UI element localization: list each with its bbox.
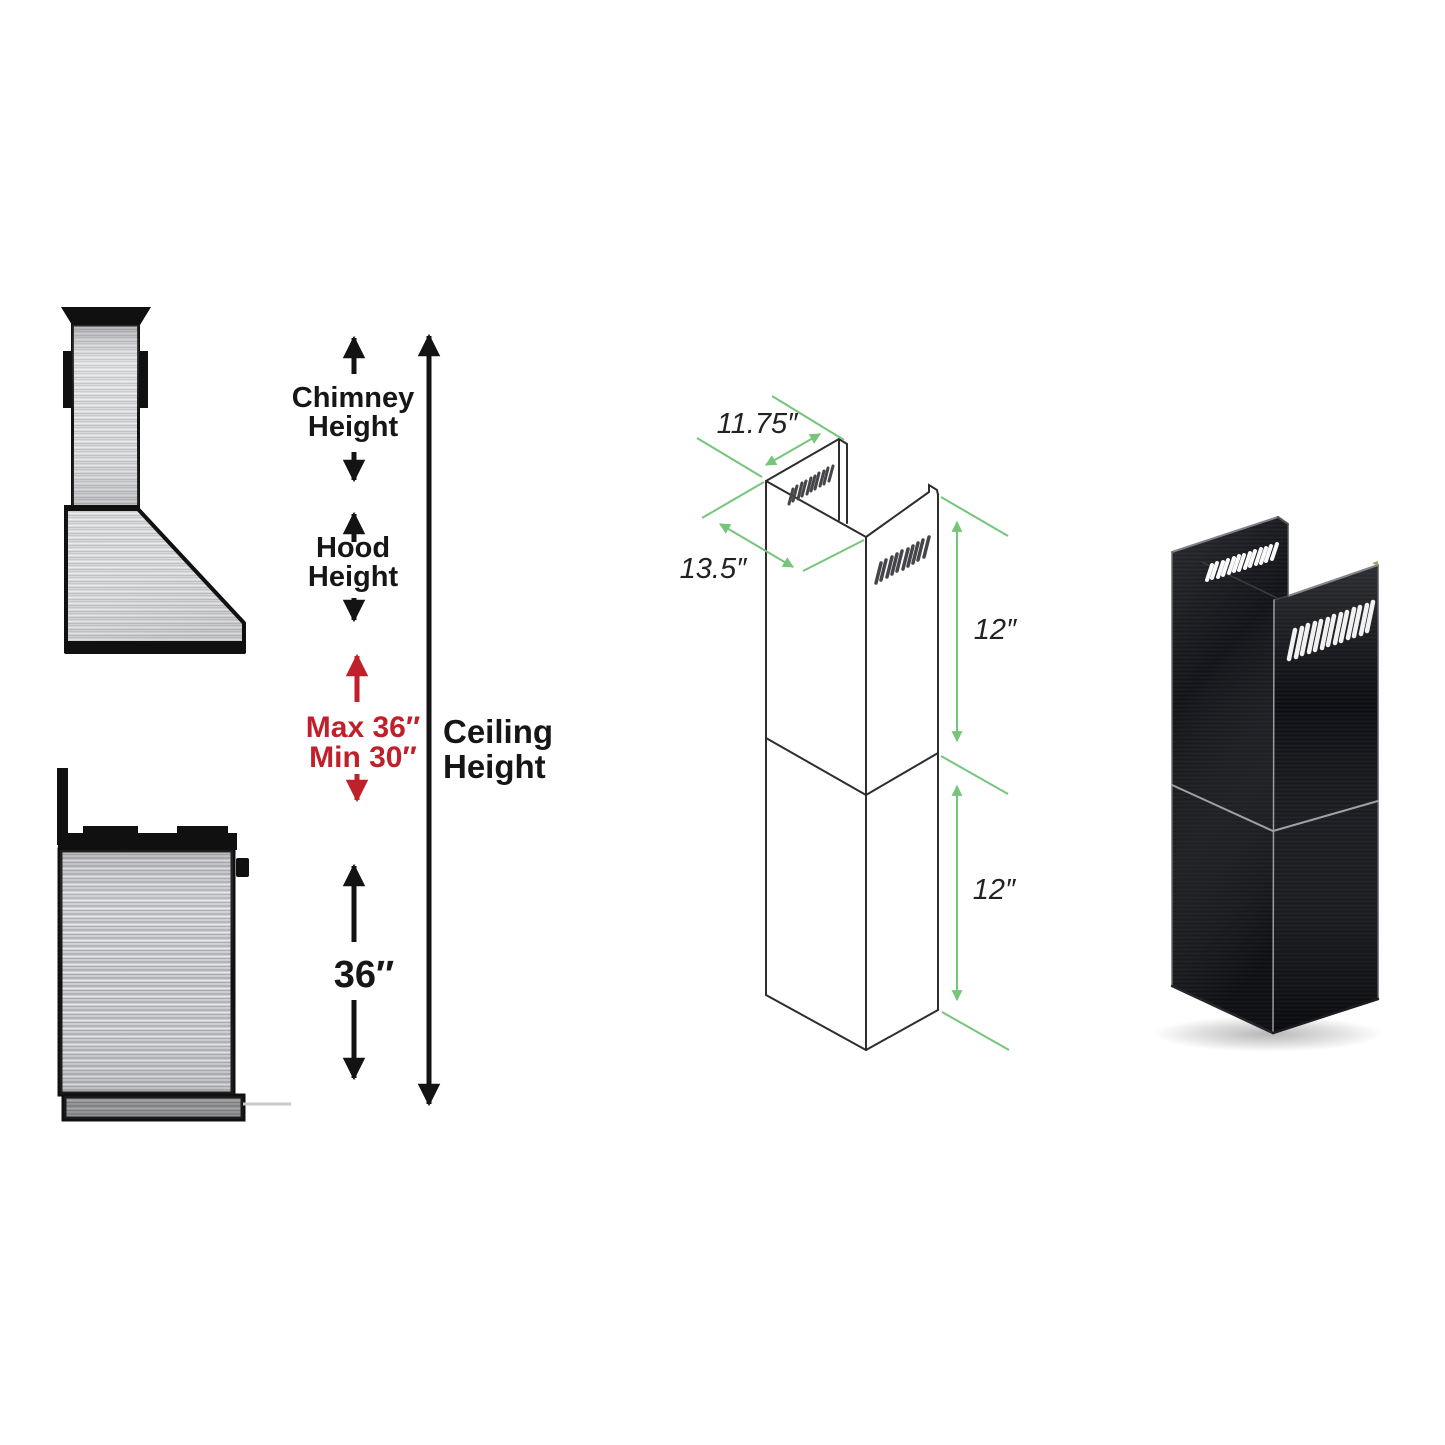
max-clearance-label: Max 36″ (306, 711, 420, 744)
side-depth-label: 13.5″ (680, 553, 748, 585)
range-burner-left (83, 826, 138, 834)
ceiling-height-label-line1: Ceiling (443, 713, 553, 750)
range-backsplash (57, 768, 68, 845)
chimney-height-label-line1: Chimney (292, 382, 414, 414)
product-back-vent-slots (1205, 542, 1279, 582)
product-shadow (1153, 1016, 1383, 1052)
upper-section-label: 12″ (974, 614, 1018, 646)
chimney-height-label-line2: Height (308, 411, 399, 443)
product-top-corner-glint (1372, 561, 1378, 566)
wireframe-front-vent-slots (874, 535, 931, 585)
range-base-drawer (61, 1093, 246, 1122)
hood-height-label-line1: Hood (316, 532, 390, 564)
hood-mount-bracket-left (63, 351, 71, 408)
range-handle (236, 858, 249, 877)
wireframe-back-vent-slots (787, 464, 835, 506)
product-seam-front (1272, 800, 1379, 832)
product-seam-left (1171, 784, 1274, 832)
min-clearance-label: Min 30″ (309, 741, 417, 774)
wireframe-dimensions (696, 395, 1010, 1051)
range-side-view (57, 768, 291, 1122)
clearance-annotations: Chimney Height Hood Height Max 36″ Min 3… (292, 333, 553, 1107)
chimney-extension-product-photo (1153, 516, 1383, 1052)
top-width-dim-arrow (765, 433, 821, 466)
hood-mount-bracket-right (140, 351, 148, 408)
top-width-label: 11.75″ (717, 408, 799, 440)
wireframe-dimension-labels: 11.75″ 13.5″ 12″ 12″ (680, 408, 1018, 906)
range-burner-right (177, 826, 228, 834)
range-clearance-label: 36″ (334, 954, 394, 996)
wall-hood-side-view (61, 307, 246, 654)
chimney-extension-wireframe (765, 438, 939, 1051)
range-cooktop (58, 833, 237, 850)
ceiling-height-label-line2: Height (443, 748, 546, 785)
hood-chimney-cap (61, 307, 151, 325)
hood-bottom-band (64, 641, 246, 653)
lower-section-label: 12″ (973, 874, 1017, 906)
hood-height-label-line2: Height (308, 561, 399, 593)
product-front-vent-slots (1286, 599, 1376, 662)
side-depth-dim-arrow (719, 523, 794, 568)
